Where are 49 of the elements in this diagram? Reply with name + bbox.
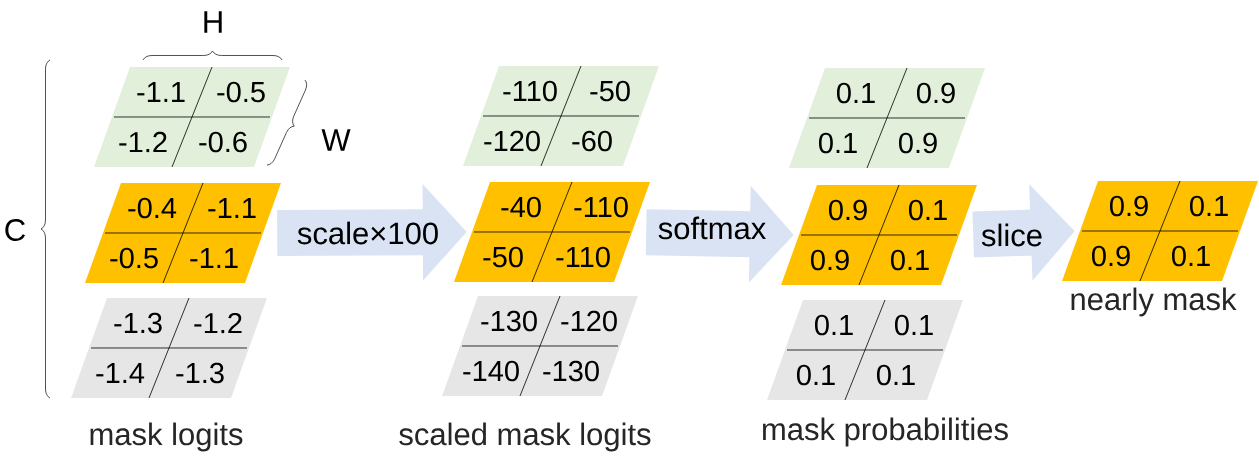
cell-value: -0.5 [110, 247, 158, 269]
cell-value: -110 [574, 196, 628, 218]
cell-value: 0.1 [895, 314, 933, 336]
edge-label: scale×100 [296, 221, 440, 245]
cell-value: 0.1 [815, 314, 853, 336]
cell-value: -110 [503, 80, 557, 102]
node-label: nearly mask [1071, 287, 1237, 317]
cell-value: 0.9 [899, 132, 937, 154]
cell-value: 0.1 [819, 132, 857, 154]
cell-value: -110 [556, 246, 610, 268]
node-label: scaled mask logits [399, 422, 651, 452]
cell-value: -1.1 [137, 82, 185, 102]
cell-value: -1.4 [96, 363, 145, 383]
cell-value: 0.1 [909, 199, 947, 221]
cell-value: -50 [590, 80, 630, 102]
cell-value: -0.6 [199, 131, 247, 153]
cell-value: 0.9 [811, 249, 849, 271]
dimension-label: C [5, 219, 25, 241]
cell-value: 0.9 [829, 199, 867, 221]
cell-value: -120 [561, 310, 617, 332]
cell-value: -1.1 [190, 248, 238, 268]
cell-value: 0.9 [1092, 245, 1130, 267]
dimension-label: W [321, 129, 351, 151]
cell-value: -1.3 [114, 312, 162, 334]
node-label: mask probabilities [763, 417, 1008, 447]
dimension-label: H [204, 11, 222, 33]
cell-value: -140 [463, 360, 519, 382]
node-label: mask logits [90, 422, 243, 452]
cell-value: -50 [483, 246, 523, 268]
cell-value: -0.5 [217, 81, 265, 103]
cell-value: -0.4 [128, 197, 177, 219]
cell-value: 0.1 [837, 82, 875, 104]
cell-value: -1.2 [194, 312, 242, 334]
cell-value: -60 [572, 130, 612, 152]
cell-value: -40 [501, 196, 541, 218]
cell-value: -1.2 [119, 131, 167, 153]
edge-label: slice [981, 223, 1043, 247]
cell-value: 0.1 [877, 364, 915, 386]
cell-value: -1.1 [208, 198, 256, 218]
cell-value: -130 [543, 360, 599, 382]
cell-value: 0.9 [1110, 195, 1148, 217]
cell-value: 0.1 [1172, 245, 1210, 267]
cell-value: 0.1 [797, 364, 835, 386]
cell-value: -1.3 [176, 362, 224, 384]
cell-value: 0.1 [891, 249, 929, 271]
cell-value: 0.9 [917, 82, 955, 104]
cell-value: 0.1 [1190, 195, 1228, 217]
cell-value: -120 [484, 130, 540, 152]
cell-value: -130 [481, 310, 537, 332]
